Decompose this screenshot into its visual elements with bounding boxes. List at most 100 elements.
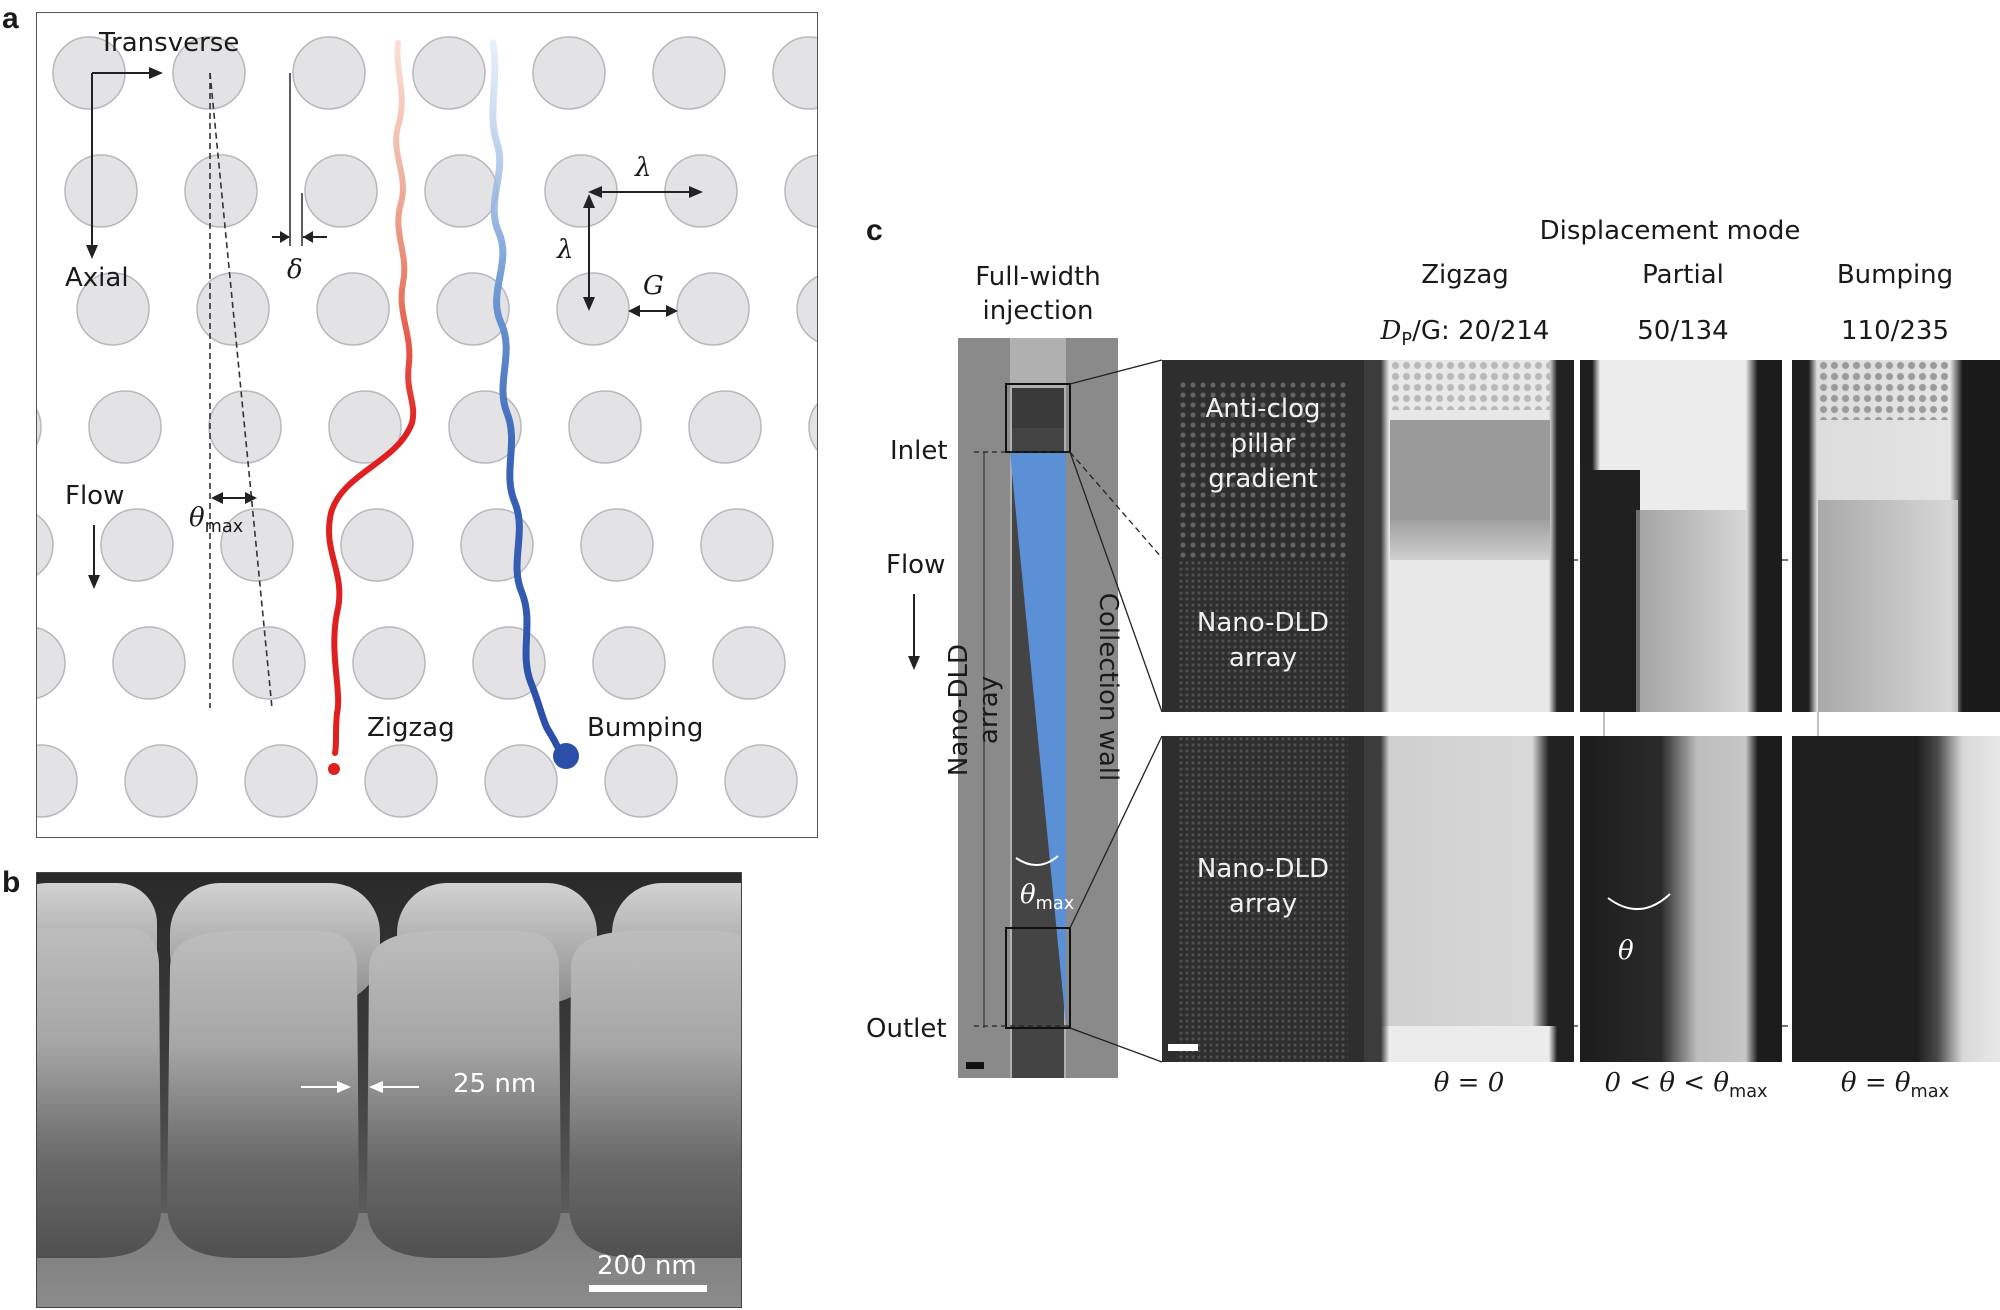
panel-a-frame: Transverse Axial Flow θmax δ λ λ G Zigza… [36, 12, 818, 838]
pillar [112, 626, 186, 700]
collection-wall-label: Collection wall [1093, 592, 1123, 782]
pillar [328, 390, 402, 464]
zigzag-ratio: DP/G: 20/214 [1380, 316, 1550, 351]
lambda-vertical-label: λ [557, 235, 574, 265]
pillar [724, 744, 798, 818]
zigzag-particle [328, 763, 340, 775]
pillar [196, 272, 270, 346]
device-scale-bar [966, 1062, 984, 1069]
pillar [352, 626, 426, 700]
pillar [37, 744, 78, 818]
zigzag-heading: Zigzag [1421, 260, 1509, 290]
flow-label-c: Flow [886, 550, 946, 580]
pillar [364, 744, 438, 818]
pillar [64, 154, 138, 228]
array-tilt-line [209, 72, 273, 709]
pillar [88, 390, 162, 464]
zigzag-label: Zigzag [367, 713, 455, 743]
partial-top-image [1580, 360, 1782, 712]
bumping-trajectory [489, 39, 561, 750]
sem-pillars [37, 883, 741, 1307]
zigzag-top-image [1364, 360, 1574, 712]
bumping-bottom-image [1792, 736, 2000, 1062]
pillar [676, 272, 750, 346]
pillar [700, 508, 774, 582]
pillar [76, 272, 150, 346]
pillar [316, 272, 390, 346]
pillar [292, 36, 366, 110]
gap-width-label: 25 nm [453, 1069, 537, 1099]
axes-arrows [86, 67, 703, 589]
bumping-condition: θ = θmax [1840, 1068, 1950, 1103]
bumping-heading: Bumping [1836, 260, 1954, 290]
pillar [412, 36, 486, 110]
bumping-ratio: 110/235 [1840, 316, 1949, 346]
pillar [784, 154, 817, 228]
pillar [532, 36, 606, 110]
flow-label: Flow [65, 481, 125, 511]
pillar [37, 514, 54, 576]
nano-dld-vertical-label: Nano-DLD array [944, 643, 1004, 777]
theta-max-c-label: θmax [1020, 880, 1075, 915]
scale-bar-label: 200 nm [597, 1251, 697, 1281]
bumping-label: Bumping [587, 713, 704, 743]
transverse-label: Transverse [99, 28, 240, 58]
gap-label: G [643, 271, 664, 301]
pillar [340, 508, 414, 582]
partial-condition: 0 < θ < θmax [1604, 1068, 1768, 1103]
displacement-mode-heading: Displacement mode [1539, 216, 1801, 246]
panel-a-diagram [37, 36, 817, 818]
pillar [232, 626, 306, 700]
pillar [484, 744, 558, 818]
full-width-device: Nano-DLD array Collection wall θmax [944, 338, 1123, 1078]
pillar [436, 272, 510, 346]
pillar [244, 744, 318, 818]
scale-bar [589, 1285, 707, 1292]
pillar [304, 154, 378, 228]
pillar [796, 275, 817, 343]
theta-c-label: θ [1618, 936, 1634, 966]
pillar [772, 36, 817, 110]
bumping-particle [553, 743, 579, 769]
pillar [424, 154, 498, 228]
delta-label: δ [287, 255, 303, 285]
zigzag-condition: θ = 0 [1433, 1068, 1505, 1098]
pillar [568, 390, 642, 464]
gap-arrows [301, 1081, 419, 1093]
inlet-label: Inlet [890, 436, 948, 466]
panel-c-letter: c [866, 214, 883, 247]
pillar [556, 272, 630, 346]
pillar [124, 744, 198, 818]
panel-b-letter: b [2, 866, 21, 899]
axial-label: Axial [65, 263, 129, 293]
partial-heading: Partial [1642, 260, 1724, 290]
lambda-horizontal-label: λ [635, 153, 652, 183]
zigzag-bottom-image [1364, 736, 1574, 1062]
zigzag-trajectory [326, 40, 417, 756]
zoom-scale-bar [1168, 1044, 1198, 1051]
outlet-label: Outlet [866, 1014, 947, 1044]
pillar [652, 36, 726, 110]
partial-bottom-image: θ [1580, 736, 1782, 1062]
pillar [580, 508, 654, 582]
front-pillar-row [37, 928, 741, 1258]
bumping-top-image [1792, 360, 2000, 712]
pillar [592, 626, 666, 700]
panel-a-letter: a [2, 2, 19, 35]
partial-ratio: 50/134 [1637, 316, 1729, 346]
pillar [37, 408, 42, 446]
theta-max-label: θmax [189, 503, 244, 538]
pillar [808, 403, 817, 451]
pillar [172, 36, 246, 110]
pillar [37, 627, 66, 699]
triangle-displacement [1010, 452, 1066, 1026]
pillar [100, 508, 174, 582]
full-width-heading: Full-width injection [975, 262, 1101, 326]
pillar [604, 744, 678, 818]
pillar [712, 626, 786, 700]
pillar [184, 154, 258, 228]
